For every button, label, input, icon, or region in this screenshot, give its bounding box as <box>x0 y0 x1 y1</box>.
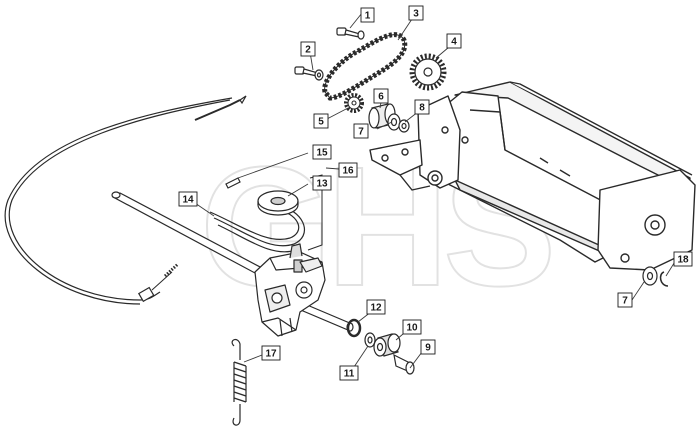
callout-number: 7 <box>622 296 628 307</box>
callout-c15: 15 <box>312 144 332 160</box>
callout-c3: 3 <box>408 5 424 21</box>
callout-c7b: 7 <box>617 292 633 308</box>
callout-box <box>673 251 693 267</box>
callout-number: 11 <box>344 369 355 380</box>
drive-chain <box>322 32 408 101</box>
callout-box <box>313 113 329 129</box>
callout-c4: 4 <box>446 33 462 49</box>
callout-c17: 17 <box>261 345 281 361</box>
callout-number: 16 <box>342 166 354 177</box>
callout-number: 12 <box>370 303 382 314</box>
callout-box <box>353 123 369 139</box>
callout-box <box>178 191 198 207</box>
callout-box <box>420 339 436 355</box>
callout-box <box>338 162 358 178</box>
callout-box <box>408 5 424 21</box>
callout-c12: 12 <box>366 299 386 315</box>
callout-box <box>312 144 332 160</box>
bolts <box>294 27 365 81</box>
callout-box <box>366 299 386 315</box>
callout-box <box>339 365 359 381</box>
callout-number: 13 <box>316 179 328 190</box>
callout-c14: 14 <box>178 191 198 207</box>
callout-number: 4 <box>451 37 457 48</box>
callout-number: 8 <box>419 103 425 114</box>
callout-c7a: 7 <box>353 123 369 139</box>
callout-number: 3 <box>413 9 419 20</box>
callout-number: 5 <box>318 117 324 128</box>
callout-box <box>360 7 375 23</box>
large-sprocket <box>409 53 447 91</box>
callout-c10: 10 <box>402 319 422 335</box>
tension-spring <box>231 338 247 426</box>
callout-number: 7 <box>358 127 364 138</box>
callout-c13: 13 <box>312 175 332 191</box>
callout-box <box>414 99 430 115</box>
callout-number: 9 <box>425 343 431 354</box>
callout-number: 15 <box>316 148 328 159</box>
callout-c8: 8 <box>414 99 430 115</box>
callout-box <box>261 345 281 361</box>
callout-number: 2 <box>305 45 311 56</box>
callout-c18: 18 <box>673 251 693 267</box>
callout-c6: 6 <box>373 88 389 104</box>
callout-box <box>373 88 389 104</box>
pin <box>225 177 241 189</box>
callout-number: 10 <box>406 323 418 334</box>
callout-number: 1 <box>365 11 371 22</box>
callout-c1: 1 <box>360 7 375 23</box>
callout-number: 17 <box>265 349 277 360</box>
callout-box <box>617 292 633 308</box>
callout-number: 6 <box>378 92 384 103</box>
washer-and-clip-right <box>642 266 669 287</box>
callout-c9: 9 <box>420 339 436 355</box>
callout-c5: 5 <box>313 113 329 129</box>
small-sprocket <box>344 93 364 113</box>
callout-number: 14 <box>182 195 194 206</box>
washers-top <box>387 113 410 133</box>
callout-box <box>402 319 422 335</box>
control-cable <box>4 95 247 305</box>
callout-c11: 11 <box>339 365 359 381</box>
gearbox <box>254 243 326 337</box>
callout-box <box>446 33 462 49</box>
callout-box <box>312 175 332 191</box>
callout-c2: 2 <box>300 41 316 57</box>
roller-frame <box>369 81 696 271</box>
callout-number: 18 <box>677 255 689 266</box>
callout-box <box>300 41 316 57</box>
callout-c16: 16 <box>338 162 358 178</box>
